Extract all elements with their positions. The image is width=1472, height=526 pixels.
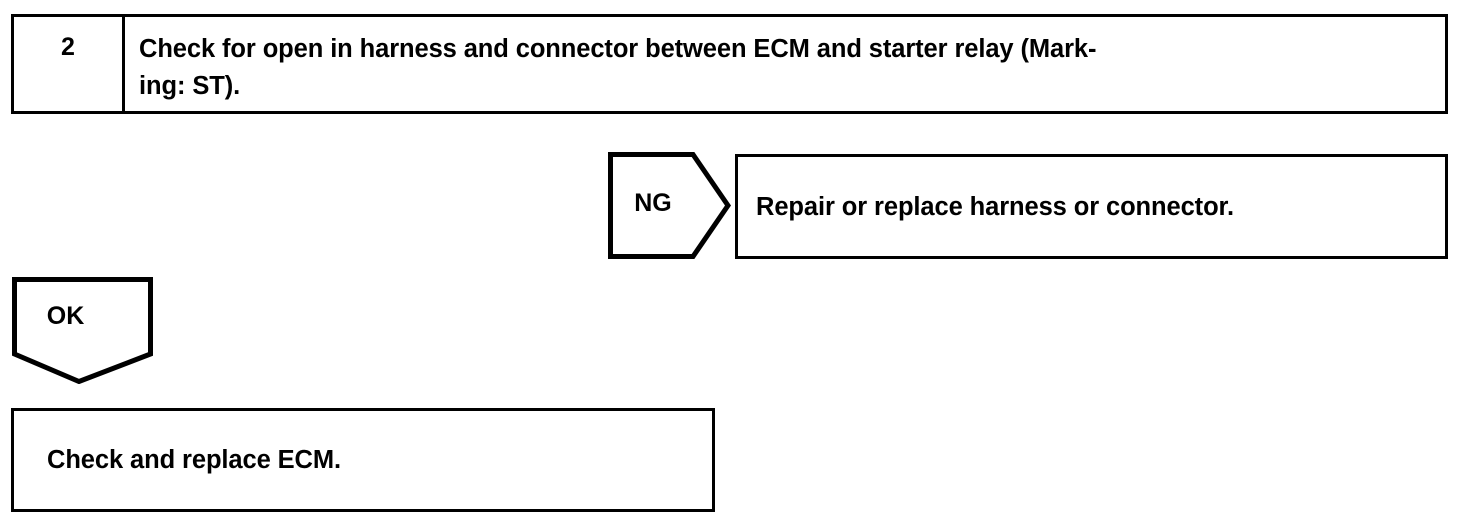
ng-result-text: Repair or replace harness or connector. (756, 192, 1234, 221)
step-text-cell: Check for open in harness and connector … (125, 17, 1445, 111)
step-number: 2 (61, 33, 75, 61)
ok-result-text: Check and replace ECM. (47, 446, 341, 474)
step-number-cell: 2 (14, 17, 125, 111)
step-row: 2 Check for open in harness and connecto… (11, 14, 1448, 114)
ok-branch-arrow-icon (12, 277, 153, 384)
ng-result-box: Repair or replace harness or connector. (735, 154, 1448, 259)
ng-branch-label: NG (634, 189, 672, 217)
step-instruction-text: Check for open in harness and connector … (139, 35, 1097, 100)
ok-result-box: Check and replace ECM. (11, 408, 715, 512)
ng-branch-arrow-icon (608, 152, 731, 259)
ok-branch-label: OK (46, 302, 85, 330)
